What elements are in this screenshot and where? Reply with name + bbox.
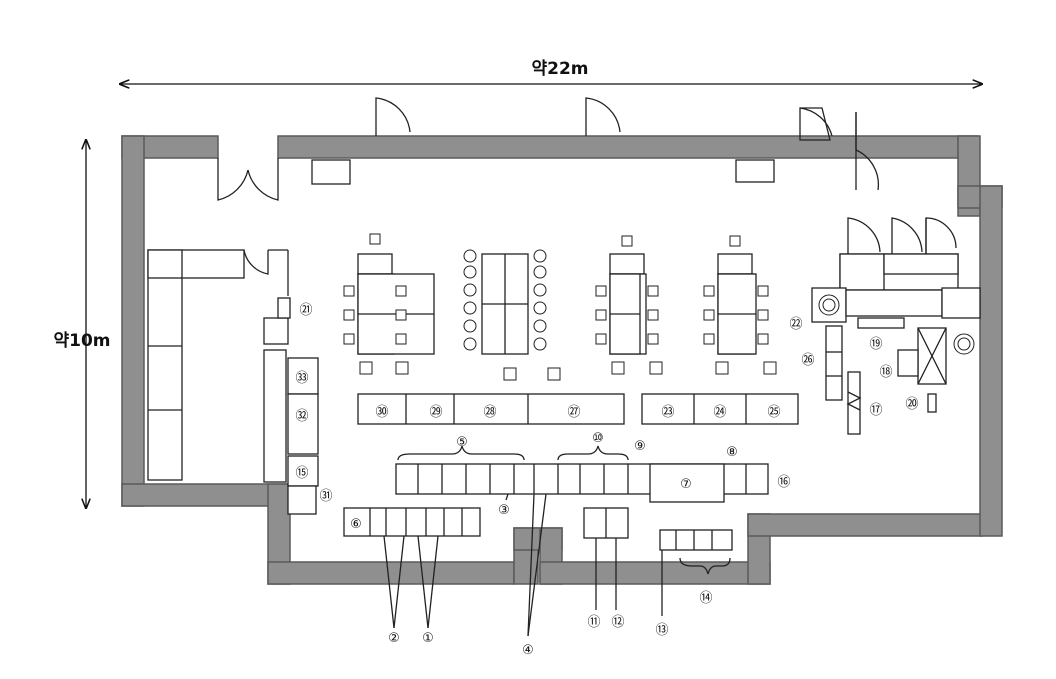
doors: [217, 97, 957, 275]
marker-20: ⑳: [905, 397, 918, 412]
marker-31: ㉛: [319, 489, 332, 504]
marker-32: ㉜: [295, 409, 308, 424]
marker-23: ㉓: [661, 405, 674, 420]
width-label: 약22m: [531, 58, 588, 79]
marker-22: ㉒: [789, 317, 802, 332]
unit-13-14: [659, 529, 733, 551]
marker-3: ③: [498, 503, 510, 518]
table-group-4: [703, 235, 777, 375]
marker-2: ②: [388, 631, 400, 646]
outer-walls: [121, 135, 1003, 585]
top-wall-unit-right: [735, 159, 775, 183]
marker-14: ⑭: [699, 591, 712, 606]
table-group-2: [463, 249, 561, 381]
marker-29: ㉙: [429, 405, 442, 420]
top-wall-unit-left: [311, 159, 351, 185]
marker-11: ⑪: [587, 615, 600, 630]
marker-16: ⑯: [777, 475, 790, 490]
marker-33: ㉝: [295, 371, 308, 386]
marker-10: ⑩: [592, 431, 604, 446]
left-storage: [147, 249, 289, 481]
marker-28: ㉘: [483, 405, 496, 420]
marker-27: ㉗: [567, 405, 580, 420]
marker-17: ⑰: [869, 403, 882, 418]
table-group-3: [595, 235, 663, 375]
marker-9: ⑨: [634, 439, 646, 454]
height-label: 약10m: [53, 330, 110, 351]
marker-5: ⑤: [456, 435, 468, 450]
marker-24: ㉔: [713, 405, 726, 420]
width-dimension: 약22m: [120, 58, 982, 84]
table-group-1: [343, 233, 435, 375]
bottom-left-counter: [343, 507, 481, 537]
marker-8: ⑧: [726, 445, 738, 460]
marker-7: ⑦: [680, 477, 692, 492]
height-dimension: 약10m: [53, 140, 111, 508]
number-markers: ① ② ③ ④ ⑤ ⑥ ⑦ ⑧ ⑨ ⑩ ⑪ ⑫ ⑬ ⑭ ⑮ ⑯ ⑰ ⑱ ⑲ ⑳ …: [295, 303, 918, 658]
marker-1: ①: [422, 631, 434, 646]
counter-row-right: [641, 393, 799, 425]
left-counter: [263, 297, 319, 515]
marker-12: ⑫: [611, 615, 624, 630]
marker-18: ⑱: [879, 365, 892, 380]
marker-25: ㉕: [767, 405, 780, 420]
marker-6: ⑥: [350, 517, 362, 532]
marker-21: ㉑: [299, 303, 312, 318]
leader-lines: [383, 493, 663, 637]
marker-19: ⑲: [869, 337, 882, 352]
marker-15: ⑮: [295, 466, 308, 481]
counter-row-left: [357, 393, 625, 425]
center-counter: [395, 463, 769, 503]
marker-13: ⑬: [655, 623, 668, 638]
marker-4: ④: [522, 643, 534, 658]
marker-26: ㉖: [801, 353, 814, 368]
right-equipment: [811, 253, 981, 435]
marker-30: ㉚: [375, 405, 388, 420]
